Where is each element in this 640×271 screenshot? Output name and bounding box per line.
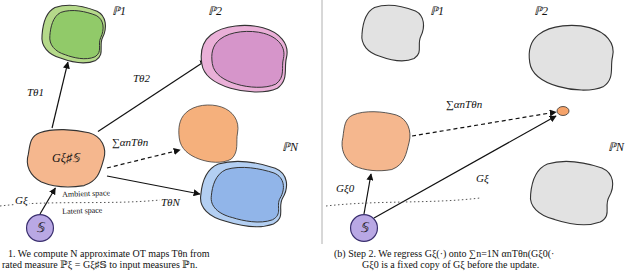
label-anchor: Tθ1 (26, 86, 45, 99)
map-arrow (98, 60, 206, 131)
blob-shape (42, 5, 106, 62)
label-anchor: Gξ (476, 172, 489, 184)
node-outline (528, 160, 616, 226)
label-anchor: Gξ (14, 194, 29, 207)
dashed-arrow (107, 150, 180, 168)
map-label: Gξ0 (336, 182, 354, 194)
blob-shape (201, 25, 287, 92)
map-label: Tθ2 (132, 72, 151, 85)
measure-label: 𝕊 (360, 221, 368, 235)
map-label: Tθ1 (26, 86, 45, 99)
label-anchor: 1. We compute N approximate OT maps Tθn … (8, 248, 209, 259)
measure-label: 𝕊 (36, 221, 44, 235)
latent-disc (351, 215, 378, 242)
blob-shape (27, 130, 104, 187)
measure-blob: ℙ1 (360, 4, 426, 62)
label-anchor: rated measure ℙξ = Gξ♯𝕊 to input measure… (2, 259, 197, 270)
measure-label: ℙ1 (112, 4, 126, 18)
node-outline (40, 4, 108, 64)
measure-label: ℙN (282, 140, 298, 154)
measure-label: ℙ2 (534, 4, 548, 18)
latent-circle: 𝕊 (26, 214, 54, 242)
space-label: Ambient space (62, 188, 110, 199)
space-boundary (326, 198, 480, 206)
node-outline (198, 160, 290, 228)
map-label: TθN (160, 196, 181, 209)
measure-blob: ℙN (528, 160, 616, 226)
barycenter-blob (179, 105, 238, 162)
label-anchor: (b) Step 2. We regress Gξ(·) onto ∑n=1N … (334, 248, 554, 259)
label-anchor: ∑αnTθn (446, 98, 482, 110)
blob-shape (362, 5, 424, 60)
measure-label: ℙN (608, 140, 624, 154)
node-outline (528, 22, 616, 92)
caption-text: rated measure ℙξ = Gξ♯𝕊 to input measure… (2, 259, 197, 270)
generated-measure-blob: Gξ♯𝕊 (25, 128, 107, 188)
map-label: Gξ (14, 194, 29, 207)
measure-blob: ℙ2 (200, 22, 290, 94)
label-anchor: Ambient space (62, 188, 110, 199)
label-anchor: Tθ2 (132, 72, 151, 85)
dashed-arrow (412, 112, 556, 136)
measure-blob: ℙ1 (40, 4, 108, 64)
label-anchor: Gξ0 is a fixed copy of Gξ before the upd… (362, 259, 539, 270)
generated-blob (342, 112, 410, 171)
measure-label: ℙ1 (430, 4, 444, 18)
label-anchor: Latent space (62, 206, 102, 216)
node-outline (360, 4, 426, 62)
map-arrow (40, 188, 55, 214)
generator-arrow (364, 174, 371, 214)
latent-disc (27, 215, 54, 242)
space-label: Latent space (62, 206, 102, 216)
label-anchor: ∑αnTθn (112, 136, 148, 148)
blob-shape (201, 162, 287, 227)
latent-circle: 𝕊 (350, 214, 378, 242)
measure-label: Gξ♯𝕊 (52, 151, 80, 165)
caption-text: 1. We compute N approximate OT maps Tθn … (8, 248, 209, 259)
map-label: ∑αnTθn (446, 98, 482, 110)
measure-blob: ℙ2 (528, 22, 616, 92)
label-anchor: Gξ0 (336, 182, 354, 194)
blob-shape (50, 11, 103, 59)
map-arrow (52, 62, 68, 128)
caption-text: Gξ0 is a fixed copy of Gξ before the upd… (362, 259, 539, 270)
measure-label: ℙ2 (208, 4, 222, 18)
blob-shape (530, 161, 612, 224)
map-arrow (107, 176, 200, 194)
map-label: Gξ (476, 172, 489, 184)
generator-arrow (374, 116, 556, 218)
node-outline (200, 22, 290, 94)
measure-blob: ℙN (198, 160, 290, 228)
target-point (557, 107, 569, 116)
map-label: ∑αnTθn (112, 136, 148, 148)
blob-shape (211, 167, 283, 222)
blob-shape (529, 25, 613, 90)
blob-shape (212, 31, 284, 87)
caption-text: (b) Step 2. We regress Gξ(·) onto ∑n=1N … (334, 248, 554, 259)
label-anchor: TθN (160, 196, 181, 209)
panel-divider (322, 0, 323, 244)
